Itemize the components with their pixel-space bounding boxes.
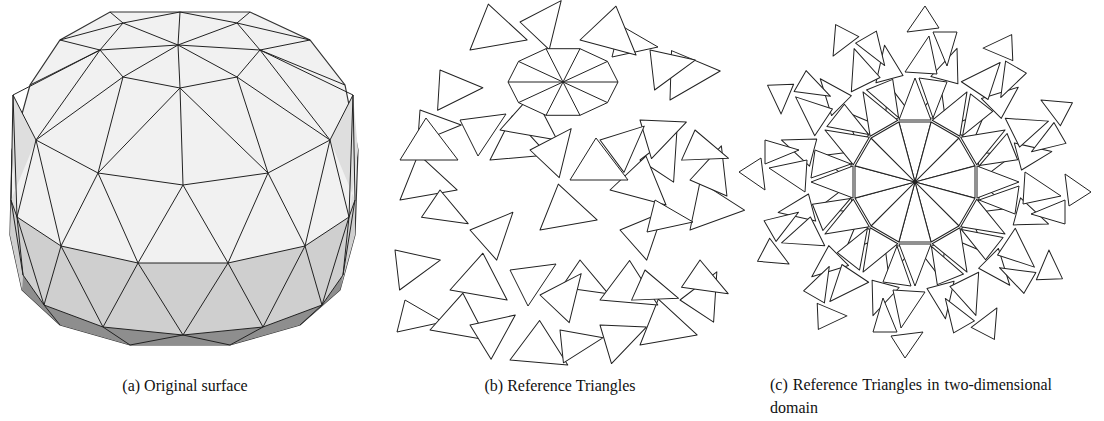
figure-caption: (a) Original surface xyxy=(20,374,350,397)
figure-caption: (b) Reference Triangles xyxy=(390,374,730,397)
planar-reference-triangles xyxy=(739,6,1091,358)
figure-caption: (c) Reference Triangles in two-dimension… xyxy=(770,373,1052,419)
reference-triangles xyxy=(383,0,749,368)
polyhedral-surface xyxy=(10,12,358,345)
